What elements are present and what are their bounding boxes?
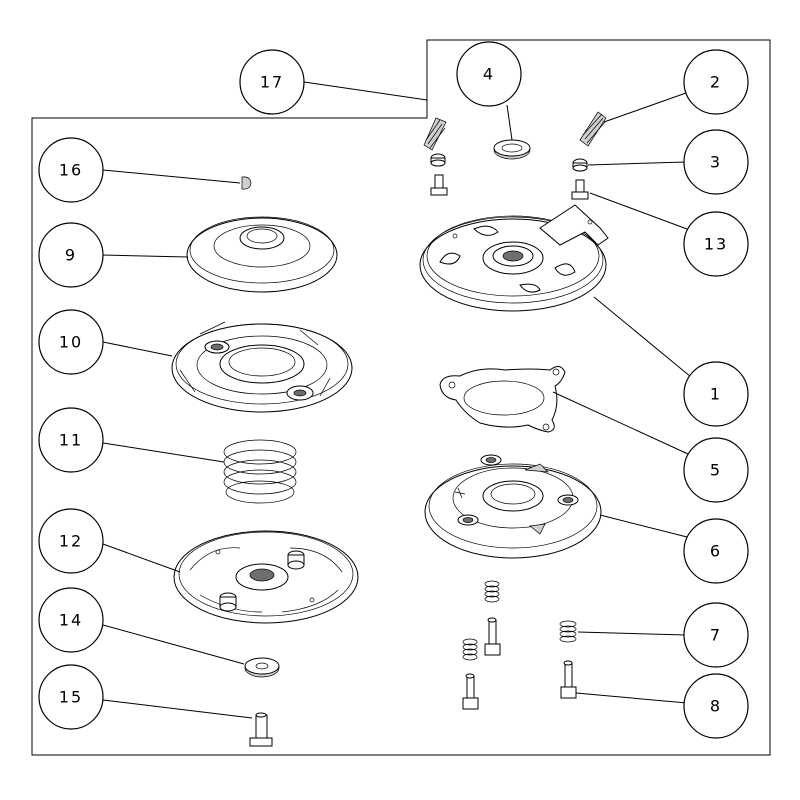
- callout-5: 5: [683, 437, 749, 503]
- callout-9: 9: [38, 222, 104, 288]
- callout-8: 8: [683, 673, 749, 739]
- callout-3-label: 3: [710, 153, 722, 172]
- callout-6: 6: [683, 518, 749, 584]
- part-16-key: [241, 176, 252, 190]
- callout-1-label: 1: [710, 385, 722, 404]
- callout-1: 1: [683, 361, 749, 427]
- callout-17: 17: [239, 49, 305, 115]
- callout-8-label: 8: [710, 697, 722, 716]
- callout-17-label: 17: [260, 73, 284, 92]
- part-bushing-left: [430, 153, 446, 167]
- callout-9-label: 9: [65, 246, 77, 265]
- part-1-drum-plate: [419, 204, 609, 312]
- callout-16: 16: [38, 137, 104, 203]
- part-screw-left: [430, 174, 448, 196]
- callout-2-label: 2: [710, 73, 722, 92]
- callout-16-label: 16: [59, 161, 83, 180]
- callout-13-label: 13: [704, 235, 728, 254]
- part-4-washer: [493, 139, 531, 160]
- callout-7: 7: [683, 602, 749, 668]
- part-3-bushing: [572, 158, 588, 172]
- part-14-washer: [244, 657, 280, 678]
- callout-14-label: 14: [59, 611, 83, 630]
- callout-15: 15: [38, 664, 104, 730]
- part-15-bolt: [249, 712, 273, 747]
- callout-14: 14: [38, 587, 104, 653]
- callout-5-label: 5: [710, 461, 722, 480]
- leader-lines: [102, 81, 692, 719]
- part-12-base-plate: [173, 530, 359, 624]
- callout-6-label: 6: [710, 542, 722, 561]
- part-9-cover-plate: [186, 216, 338, 293]
- part-spring-left: [423, 117, 447, 151]
- part-5-gasket: [439, 366, 566, 433]
- assembly-frame: [31, 39, 771, 756]
- callout-15-label: 15: [59, 688, 83, 707]
- part-13-screw: [571, 179, 589, 200]
- callout-11: 11: [38, 407, 104, 473]
- callout-12: 12: [38, 508, 104, 574]
- callout-4-label: 4: [483, 65, 495, 84]
- part-6-hub-plate: [424, 454, 602, 559]
- callout-11-label: 11: [59, 431, 83, 450]
- callout-3: 3: [683, 129, 749, 195]
- part-8-pins: [462, 617, 577, 710]
- callout-12-label: 12: [59, 532, 83, 551]
- callout-4: 4: [456, 41, 522, 107]
- part-11-spring: [223, 439, 297, 504]
- callout-7-label: 7: [710, 626, 722, 645]
- callout-2: 2: [683, 49, 749, 115]
- callout-10-label: 10: [59, 333, 83, 352]
- callout-10: 10: [38, 309, 104, 375]
- callout-13: 13: [683, 211, 749, 277]
- part-2-spring: [579, 111, 607, 147]
- part-7-springs: [462, 580, 577, 661]
- part-10-ramp-plate: [171, 321, 353, 413]
